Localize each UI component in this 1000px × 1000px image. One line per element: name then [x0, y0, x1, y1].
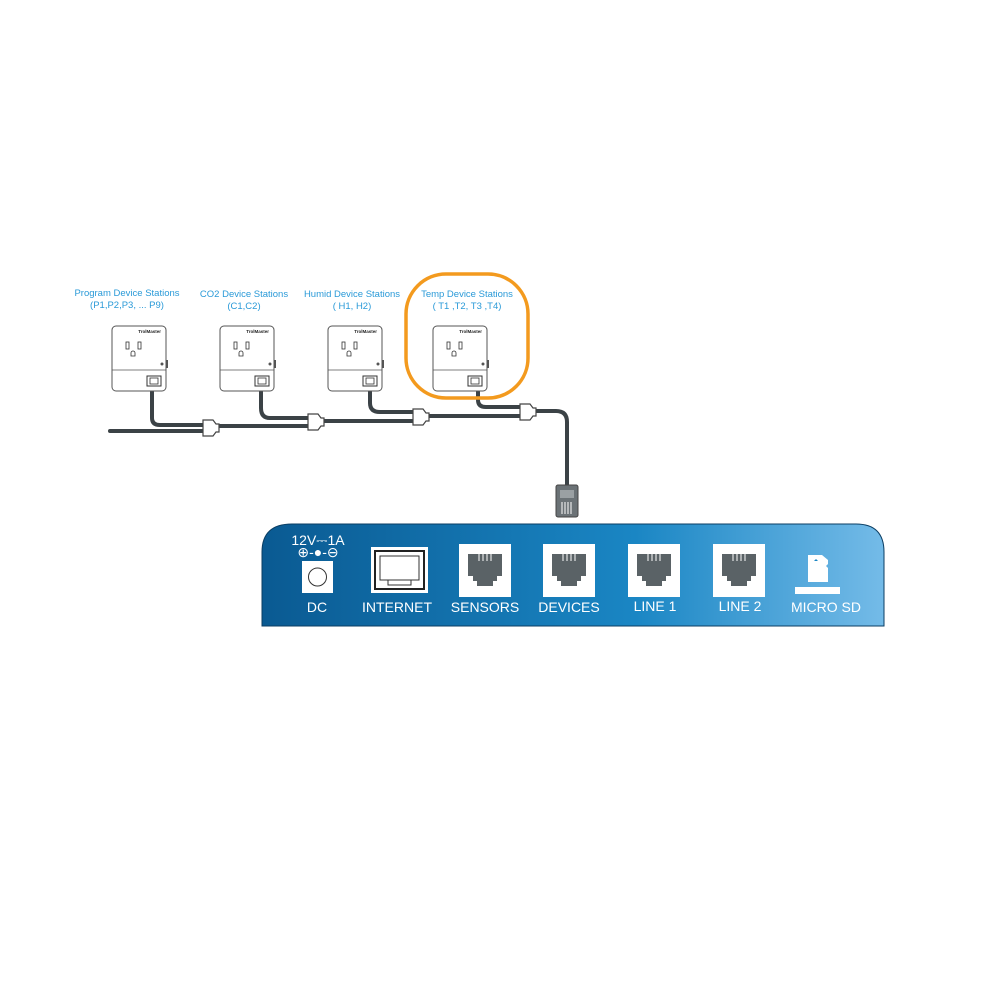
station-title: Program Device Stations: [74, 288, 179, 299]
polarity-symbol: ⊕-●-⊖: [297, 544, 338, 560]
controller-hub: 12V⎓1A ⊕-●-⊖ DC INTERNET SENSORS DEVICES…: [261, 523, 885, 627]
micro-sd-slot[interactable]: [795, 555, 840, 594]
dc-port[interactable]: [302, 561, 333, 593]
port-label-devices: DEVICES: [538, 599, 599, 615]
device-station-icon: [219, 325, 277, 392]
station-ids: (C1,C2): [227, 301, 260, 312]
cable-network: [108, 390, 569, 488]
station-brand: TrolMaster: [138, 329, 161, 334]
devices-port[interactable]: [542, 543, 596, 598]
port-label-line2: LINE 2: [719, 598, 762, 614]
station-humid: Humid Device Stations ( H1, H2) TrolMast…: [304, 289, 400, 392]
station-title: Humid Device Stations: [304, 289, 400, 300]
station-title: Temp Device Stations: [421, 289, 513, 300]
cable-splitter: [412, 408, 430, 426]
port-label-sensors: SENSORS: [451, 599, 519, 615]
highlight-circle: [404, 272, 530, 400]
sensors-port[interactable]: [458, 543, 512, 598]
sd-card-icon: [808, 555, 828, 582]
port-label-line1: LINE 1: [634, 598, 677, 614]
station-brand: TrolMaster: [354, 329, 377, 334]
station-brand: TrolMaster: [459, 329, 482, 334]
station-brand: TrolMaster: [246, 329, 269, 334]
rj-plug-icon: [555, 484, 579, 518]
station-ids: (P1,P2,P3, ... P9): [90, 300, 164, 311]
cable-splitter: [519, 403, 537, 421]
device-station-icon: [432, 325, 490, 392]
station-program: Program Device Stations (P1,P2,P3, ... P…: [74, 288, 180, 392]
station-co2: CO2 Device Stations (C1,C2) TrolMaster: [200, 289, 288, 392]
device-station-icon: [327, 325, 385, 392]
line1-port[interactable]: [627, 543, 681, 598]
port-label-dc: DC: [307, 599, 327, 615]
station-ids: ( T1 ,T2, T3 ,T4): [433, 301, 502, 312]
port-label-micro-sd: MICRO SD: [791, 599, 861, 615]
cable-splitter: [202, 419, 220, 437]
power-rating: 12V⎓1A: [291, 532, 345, 548]
station-ids: ( H1, H2): [333, 301, 372, 312]
line2-port[interactable]: [712, 543, 766, 598]
device-station-icon: [111, 325, 169, 392]
port-label-internet: INTERNET: [362, 599, 432, 615]
station-temp: Temp Device Stations ( T1 ,T2, T3 ,T4) T…: [421, 289, 513, 392]
internet-port[interactable]: [371, 547, 428, 593]
cable-splitter: [307, 413, 325, 431]
station-title: CO2 Device Stations: [200, 289, 288, 300]
